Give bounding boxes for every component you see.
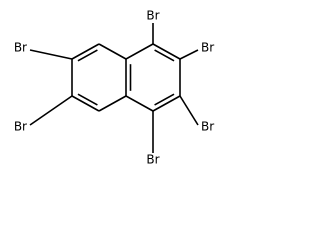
bond-ring — [98, 43, 127, 60]
bond-double-inner — [77, 49, 98, 62]
atom-label-br-upper-left: Br — [14, 41, 27, 55]
bond-ring — [125, 43, 154, 60]
bond-double-inner — [77, 93, 98, 106]
bond-double-inner — [154, 49, 175, 62]
structure-diagram: Br Br Br Br Br Br — [14, 9, 214, 167]
atom-label-br-lower-left: Br — [14, 120, 27, 134]
atom-label-br-lower-right: Br — [201, 120, 214, 134]
atom-label-br-top: Br — [146, 9, 159, 23]
bond-ring — [125, 95, 154, 112]
bond-layer — [29, 23, 199, 153]
bond-ring — [152, 95, 181, 112]
bond-ring — [152, 43, 181, 60]
bond-ring — [98, 95, 127, 112]
bond-double-inner — [154, 93, 175, 106]
atom-label-br-upper-right: Br — [201, 41, 214, 55]
bond-ring — [71, 43, 100, 60]
bond-substituent — [179, 49, 199, 60]
bond-substituent — [179, 95, 199, 126]
label-layer: Br Br Br Br Br Br — [14, 9, 214, 167]
atom-label-br-bottom: Br — [146, 153, 159, 167]
bond-ring — [71, 95, 100, 112]
bond-substituent — [29, 49, 73, 60]
bond-substituent — [29, 95, 73, 126]
